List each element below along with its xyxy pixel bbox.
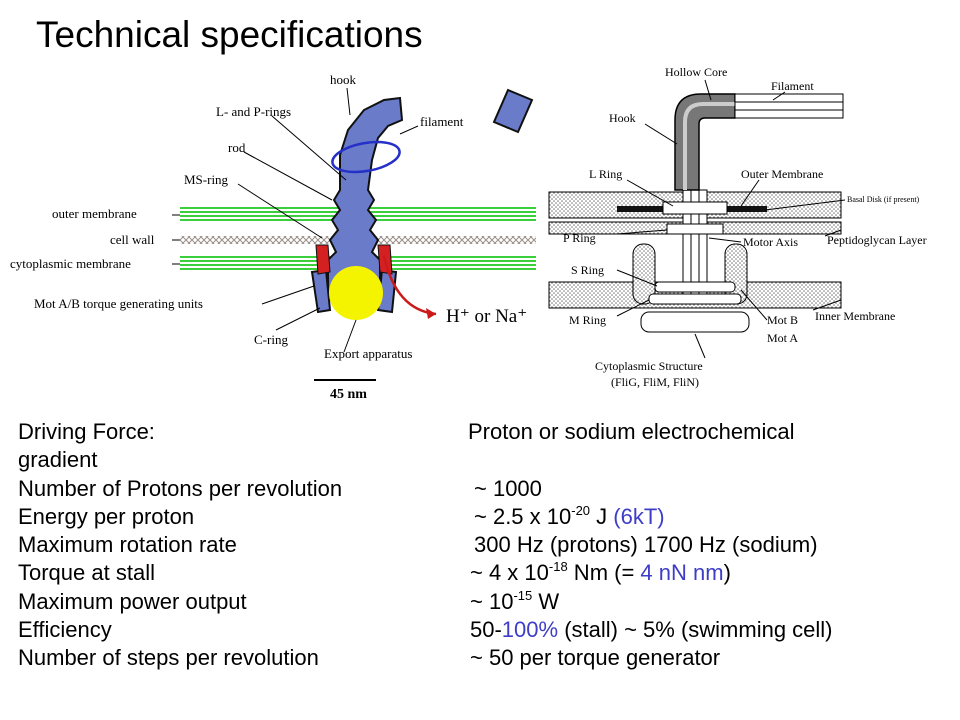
l-ring xyxy=(662,201,728,215)
label-peptidoglycan: Peptidoglycan Layer xyxy=(827,233,927,247)
spec-value: ~ 4 x 10-18 Nm (= 4 nN nm) xyxy=(470,559,731,587)
spec-row-protons: Number of Protons per revolution ~ 1000 xyxy=(18,475,948,503)
ion-arrow-head xyxy=(426,308,436,319)
export-apparatus xyxy=(329,266,383,320)
mot-pod-left xyxy=(632,243,656,305)
c-ring xyxy=(310,268,332,314)
cytoplasmic-structure xyxy=(640,311,750,333)
spec-label: Maximum power output xyxy=(18,588,247,614)
spec-label: Efficiency xyxy=(18,617,112,643)
rotation-arrow xyxy=(331,140,401,174)
torque-exponent: -18 xyxy=(548,559,568,575)
power-unit: W xyxy=(532,588,560,614)
leader-lines xyxy=(172,87,419,353)
label-c-ring: C-ring xyxy=(254,332,288,347)
spec-label: Maximum rotation rate xyxy=(18,532,237,558)
s-ring xyxy=(654,281,736,293)
spec-row-efficiency: Efficiency 50-100% (stall) ~ 5% (swimmin… xyxy=(18,616,948,644)
power-exponent: -15 xyxy=(513,587,533,603)
spec-value: Proton or sodium electrochemical xyxy=(468,419,795,444)
spec-row-energy: Energy per proton ~ 2.5 x 10-20 J (6kT) xyxy=(18,503,948,531)
hollow-core xyxy=(683,102,735,190)
label-filament-right: Filament xyxy=(771,79,814,93)
spec-label: Number of steps per revolution xyxy=(18,645,319,671)
filament-segment xyxy=(492,88,534,134)
energy-unit: J xyxy=(590,503,614,529)
label-m-ring: M Ring xyxy=(569,313,606,327)
label-p-ring: P Ring xyxy=(563,231,596,245)
label-hook-right: Hook xyxy=(609,111,636,125)
label-hook: hook xyxy=(330,72,357,87)
torque-mantissa: ~ 4 x 10 xyxy=(470,560,549,586)
efficiency-start: 50- xyxy=(470,617,502,643)
scale-label: 45 nm xyxy=(330,387,367,402)
label-outer-membrane: outer membrane xyxy=(52,206,137,221)
spec-label: Driving Force: xyxy=(18,419,155,444)
label-mot-units: Mot A/B torque generating units xyxy=(34,296,203,311)
spec-row-torque: Torque at stall ~ 4 x 10-18 Nm (= 4 nN n… xyxy=(18,559,948,587)
torque-close: ) xyxy=(723,560,731,586)
spec-label: Energy per proton xyxy=(18,503,195,529)
page-title: Technical specifications xyxy=(36,14,423,55)
spec-value-continued: gradient xyxy=(18,447,98,473)
spec-value: ~ 50 per torque generator xyxy=(470,645,721,671)
energy-exponent: -20 xyxy=(571,502,591,518)
spec-label: Torque at stall xyxy=(18,560,155,586)
label-outer-membrane-right: Outer Membrane xyxy=(741,167,823,181)
efficiency-max: 100% xyxy=(501,617,559,643)
label-cell-wall: cell wall xyxy=(110,232,155,247)
spec-label: Number of Protons per revolution xyxy=(18,475,343,501)
label-ions: H⁺ or Na⁺ xyxy=(446,306,527,327)
energy-mantissa: ~ 2.5 x 10 xyxy=(474,503,572,529)
spec-value: ~ 2.5 x 10-20 J (6kT) xyxy=(474,503,665,531)
label-hollow-core: Hollow Core xyxy=(665,65,727,79)
energy-kt: (6kT) xyxy=(613,503,665,529)
filament-rect xyxy=(734,93,844,119)
p-ring xyxy=(666,223,724,235)
spec-value: ~ 1000 xyxy=(474,475,542,501)
label-mot-a: Mot A xyxy=(767,331,798,345)
spec-value: 50-100% (stall) ~ 5% (swimming cell) xyxy=(470,616,833,644)
label-cyto-parts: (FliG, FliM, FliN) xyxy=(611,375,699,389)
right-leader-lines xyxy=(616,79,846,359)
label-s-ring: S Ring xyxy=(571,263,604,277)
spec-row-driving-force: Driving Force: Proton or sodium electroc… xyxy=(18,418,948,446)
label-inner-membrane: Inner Membrane xyxy=(815,309,895,323)
label-cytoplasmic-structure: Cytoplasmic Structure xyxy=(595,359,703,373)
torque-nn: 4 nN nm xyxy=(640,560,724,586)
spec-row-power: Maximum power output ~ 10-15 W xyxy=(18,588,948,616)
label-export-apparatus: Export apparatus xyxy=(324,346,412,361)
spec-value: ~ 10-15 W xyxy=(470,588,559,616)
label-motor-axis: Motor Axis xyxy=(743,235,798,249)
label-lp-rings: L- and P-rings xyxy=(216,104,291,119)
label-filament: filament xyxy=(420,114,464,129)
m-ring xyxy=(648,293,742,305)
label-rod: rod xyxy=(228,140,246,155)
label-basal-disk: Basal Disk (if present) xyxy=(847,195,920,204)
spec-list: Driving Force: Proton or sodium electroc… xyxy=(18,418,948,673)
spec-row-driving-force-cont: gradient xyxy=(18,446,948,474)
torque-unit: Nm (= xyxy=(567,560,641,586)
spec-value: 300 Hz (protons) 1700 Hz (sodium) xyxy=(474,532,818,558)
spec-row-rotation: Maximum rotation rate 300 Hz (protons) 1… xyxy=(18,531,948,559)
label-l-ring: L Ring xyxy=(589,167,622,181)
label-mot-b: Mot B xyxy=(767,313,798,327)
efficiency-rest: (stall) ~ 5% (swimming cell) xyxy=(558,617,833,643)
label-ms-ring: MS-ring xyxy=(184,172,229,187)
power-base: ~ 10 xyxy=(470,588,514,614)
flagellar-structure-diagram: Hollow Core Filament Hook L Ring Outer M… xyxy=(548,65,927,389)
spec-row-steps: Number of steps per revolution ~ 50 per … xyxy=(18,644,948,672)
stator-left xyxy=(315,244,331,275)
label-cytoplasmic-membrane: cytoplasmic membrane xyxy=(10,256,131,271)
flagellar-motor-diagram: hook L- and P-rings rod filament MS-ring… xyxy=(10,72,536,402)
